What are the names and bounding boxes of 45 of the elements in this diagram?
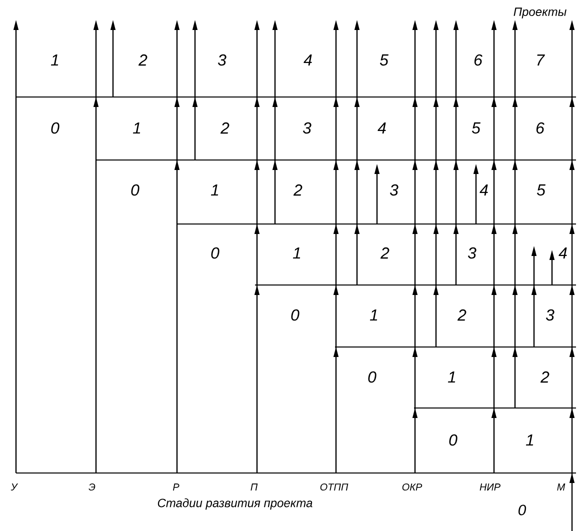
cell-number: 5 <box>380 54 388 66</box>
cell-number: 1 <box>448 372 456 382</box>
stage-label: У <box>10 484 18 490</box>
stage-label: М <box>557 484 566 490</box>
cell-number: 4 <box>378 122 386 134</box>
cell-number: 1 <box>50 54 58 66</box>
cell-number: 6 <box>536 122 544 134</box>
cell-number: 6 <box>474 54 482 66</box>
cell-number: 2 <box>457 309 466 321</box>
cell-number: 3 <box>546 309 554 321</box>
title-label: Проекты <box>514 8 566 18</box>
cell-number: 0 <box>449 434 458 446</box>
cell-number: 2 <box>220 122 230 134</box>
stage-label: П <box>250 484 258 490</box>
cell-number: 0 <box>291 309 300 321</box>
cell-number: 2 <box>380 247 390 259</box>
cell-number: 1 <box>292 248 300 258</box>
cell-number: 1 <box>370 310 378 320</box>
stage-label: ОТПП <box>320 483 348 491</box>
stage-label: ОКР <box>402 483 422 491</box>
cell-number: 3 <box>390 184 398 196</box>
cell-number: 1 <box>210 184 218 196</box>
axis-number: 0 <box>518 504 526 516</box>
cell-number: 0 <box>51 122 60 134</box>
cell-number: 0 <box>131 184 140 196</box>
axis-caption: Стадии развития проекта <box>158 498 312 510</box>
cell-number: 5 <box>472 122 480 134</box>
stage-label: Р <box>172 484 180 490</box>
cell-number: 3 <box>218 54 226 66</box>
cell-number: 3 <box>468 247 476 259</box>
cell-number: 4 <box>480 184 488 196</box>
cell-number: 0 <box>211 247 220 259</box>
cell-number: 2 <box>540 371 550 383</box>
stage-label: НИР <box>480 484 500 490</box>
stage-label: Э <box>88 483 96 491</box>
cell-number: 2 <box>138 54 148 66</box>
cell-number: 3 <box>302 122 312 134</box>
cell-number: 4 <box>304 54 312 66</box>
cell-number: 5 <box>536 184 546 196</box>
cell-number: 0 <box>368 371 376 383</box>
cell-number: 2 <box>293 184 302 196</box>
cell-number: 1 <box>526 434 534 446</box>
cell-number: 4 <box>558 248 567 258</box>
cell-number: 1 <box>132 122 140 134</box>
cell-number: 7 <box>537 54 545 66</box>
